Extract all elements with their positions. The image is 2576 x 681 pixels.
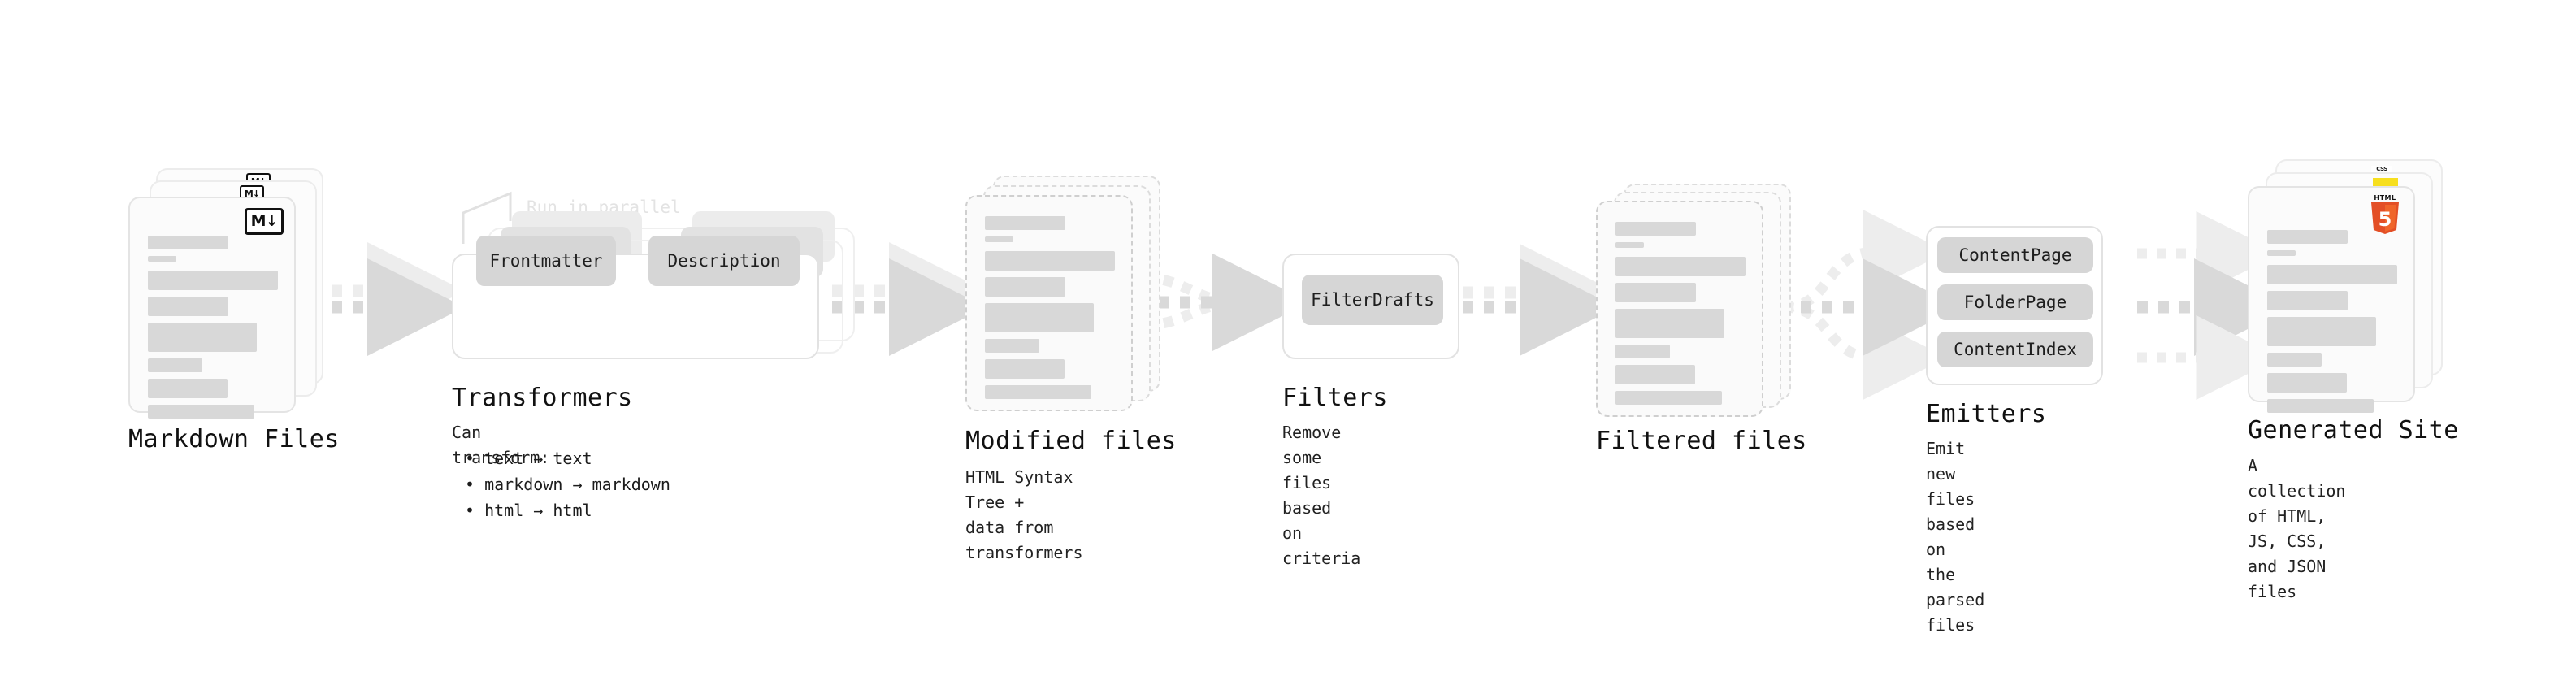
stage-title-filters: Filters [1282,384,1388,412]
filters-frame: FilterDrafts [1282,254,1459,359]
svg-text:5: 5 [2379,208,2392,231]
content-bar [148,358,203,372]
stage-subtitle-emitters: Emit new files based on the parsed files [1926,439,1985,635]
stage-title-filtered-files: Filtered files [1596,427,1807,455]
arrow-filtered-to-emitters [1780,210,1960,400]
modified-card-content [985,216,1115,406]
content-bar [985,216,1066,230]
content-bar [985,359,1065,379]
stage-title-modified-files: Modified files [965,427,1177,455]
arrow-filters-to-filtered [1463,244,1617,356]
emitter-chip-contentindex[interactable]: ContentIndex [1937,332,2093,367]
stage-subtitle-generated-site: A collection of HTML, JS, CSS, and JSON … [2248,456,2346,601]
content-bar [148,323,258,352]
content-bar [1615,365,1695,384]
bullet-item: • text → text [465,449,592,468]
content-bar [985,385,1092,399]
content-bar [2267,317,2377,346]
content-bar [1615,391,1723,405]
content-bar [2267,291,2348,310]
site-card-content [2267,230,2397,419]
content-bar [1615,257,1746,276]
transformers-bullets: • text → text • markdown → markdown • ht… [465,445,670,523]
transformers-frame: Frontmatter Description [452,236,819,359]
site-card[interactable]: HTML 5 [2248,186,2415,413]
content-bar [2267,373,2347,393]
content-bar [985,236,1014,242]
emitter-chip-contentpage[interactable]: ContentPage [1937,237,2093,273]
content-bar [1615,309,1725,338]
content-bar [148,271,278,290]
filtered-card-content [1615,222,1746,411]
content-bar [2267,353,2322,367]
content-bar [1615,222,1697,236]
filtered-card[interactable] [1596,201,1763,417]
content-bar [2267,399,2374,413]
content-bar [2267,230,2348,244]
html5-icon: HTML 5 [2366,194,2404,236]
content-bar [148,236,229,249]
stage-title-transformers: Transformers [452,384,633,412]
transformer-chip-description[interactable]: Description [648,236,800,286]
modified-card[interactable] [965,195,1133,411]
content-bar [2267,250,2296,256]
arrow-emitters-to-site [2137,211,2292,400]
transformer-chip-frontmatter[interactable]: Frontmatter [476,236,616,286]
content-bar [1615,283,1697,302]
content-bar [148,297,229,316]
content-bar [148,405,255,419]
content-bar [985,303,1095,332]
bullet-item: • html → html [465,501,592,520]
content-bar [2267,265,2397,284]
stage-title-generated-site: Generated Site [2248,416,2459,445]
emitter-chip-folderpage[interactable]: FolderPage [1937,284,2093,320]
stage-title-emitters: Emitters [1926,400,2047,428]
markdown-icon: M↓ [245,208,284,235]
stage-subtitle-filters: Remove some files based on criteria [1282,423,1361,568]
markdown-card-content [148,236,278,425]
content-bar [985,251,1115,271]
transformers-intro: Can transform: [452,423,550,467]
markdown-card[interactable]: M↓ [128,197,296,419]
content-bar [985,277,1066,297]
content-bar [985,339,1040,353]
stage-subtitle-modified-files: HTML Syntax Tree + data from transformer… [965,467,1083,562]
stage-title-markdown-files: Markdown Files [128,425,340,453]
filter-chip-filterdrafts[interactable]: FilterDrafts [1302,275,1443,325]
bullet-item: • markdown → markdown [465,475,670,494]
css-icon-label: CSS [2376,166,2387,172]
content-bar [1615,345,1671,358]
emitters-frame: ContentPage FolderPage ContentIndex [1926,226,2103,385]
content-bar [148,256,177,262]
content-bar [1615,242,1645,248]
content-bar [148,379,228,398]
html5-icon-label: HTML [2374,194,2396,202]
